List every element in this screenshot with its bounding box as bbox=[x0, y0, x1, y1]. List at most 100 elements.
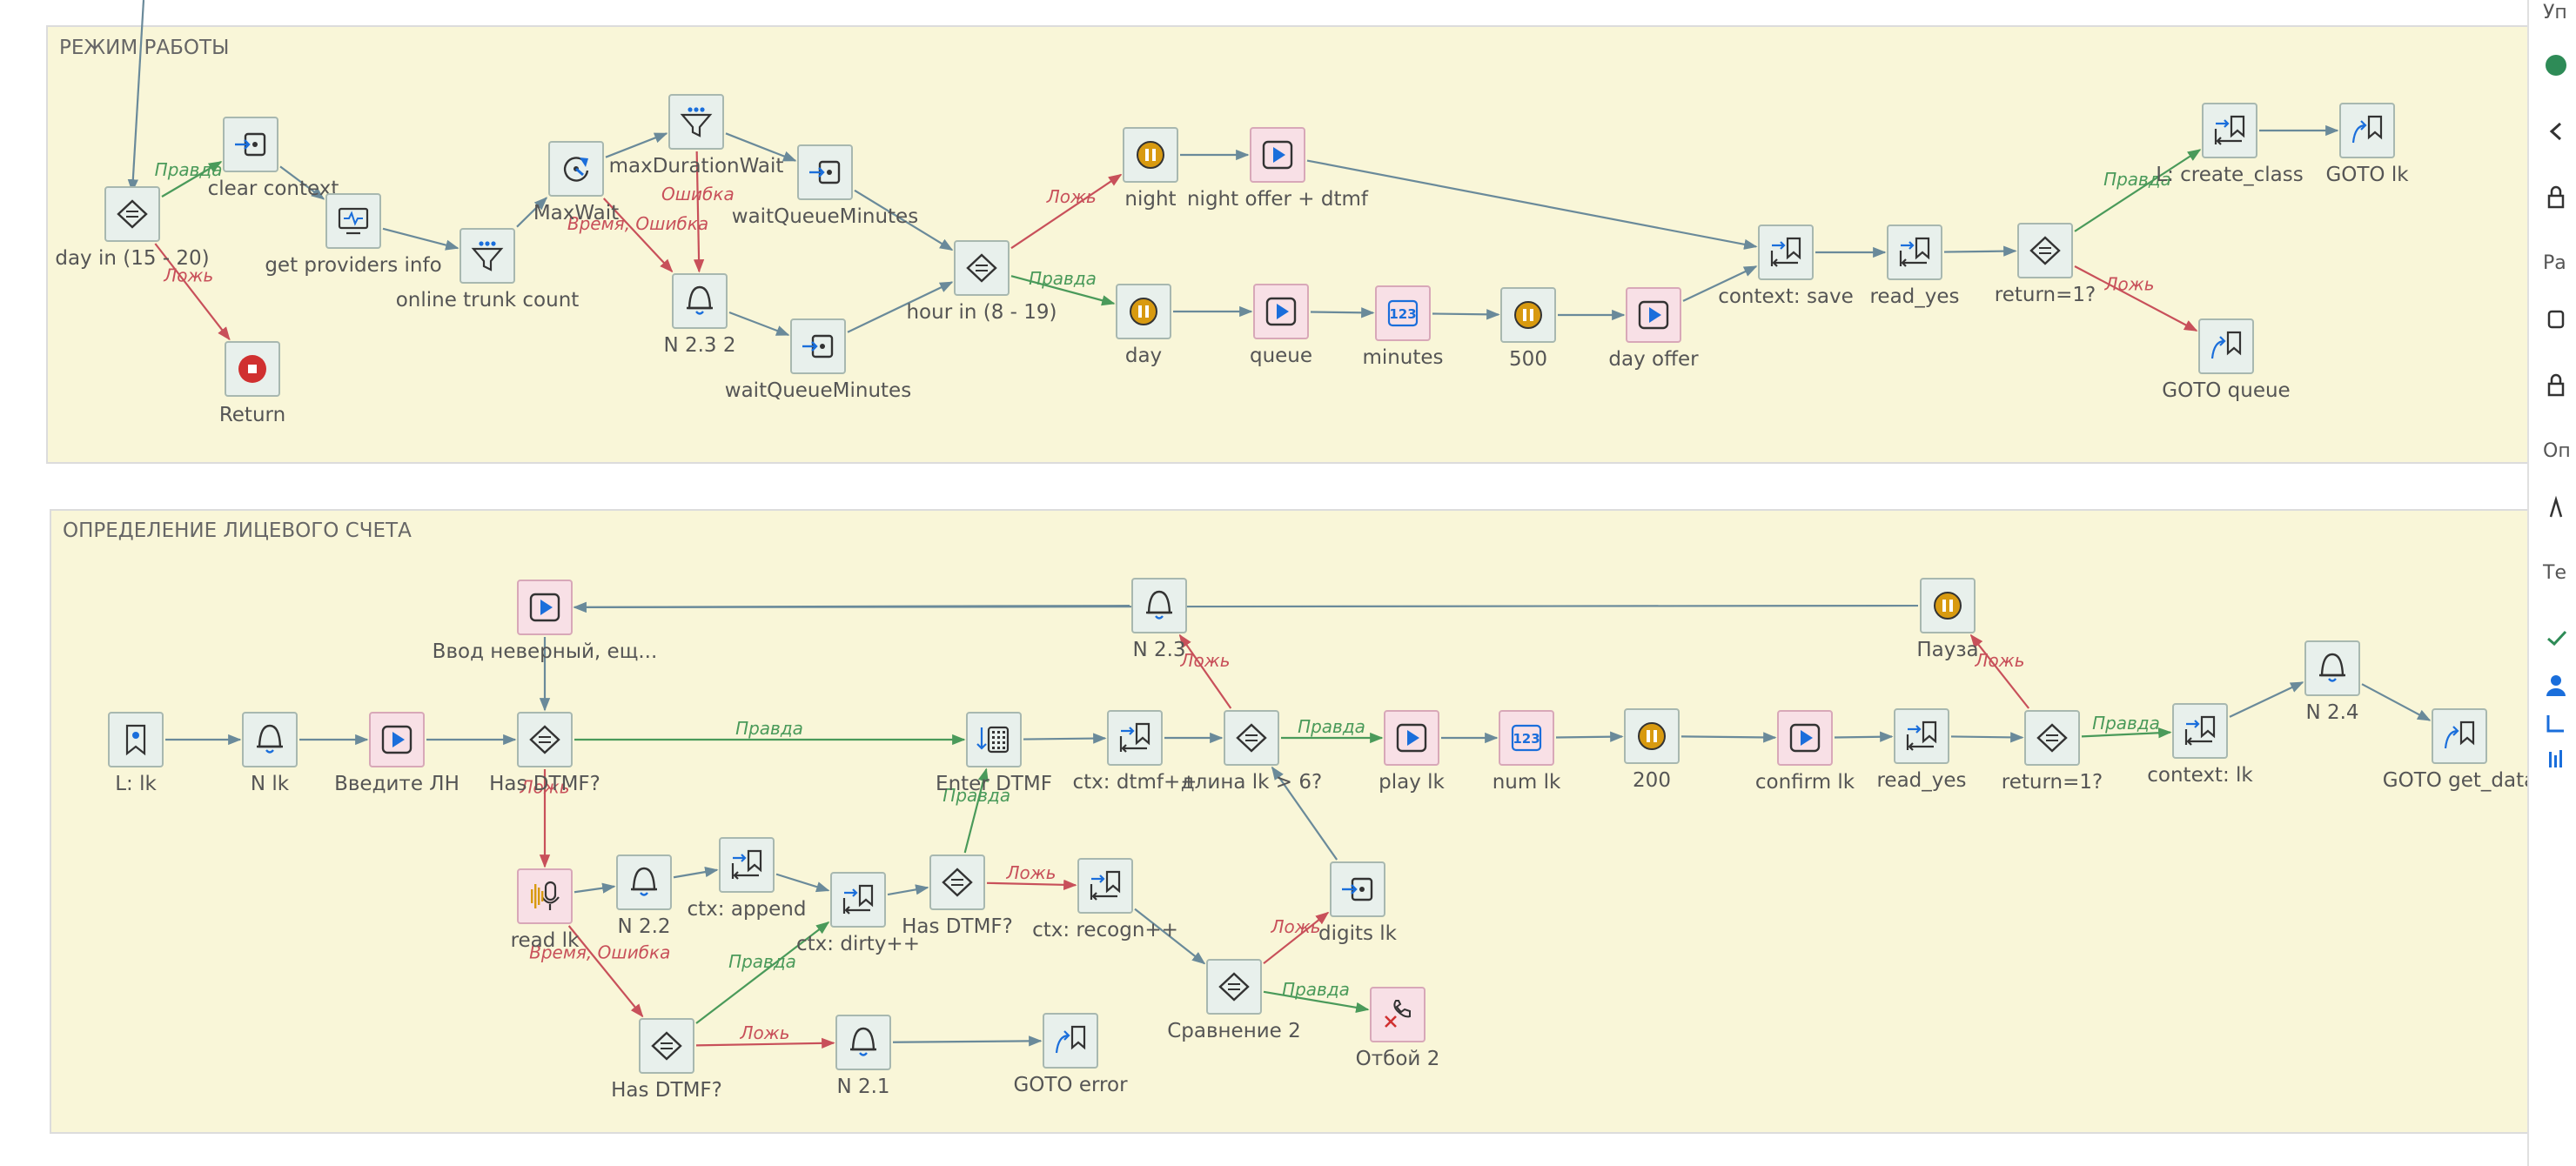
node-p500[interactable]: 500 bbox=[1500, 287, 1556, 371]
node-n-2-4[interactable]: N 2.4 bbox=[2304, 640, 2360, 724]
node-hour-in[interactable]: hour in (8 - 19) bbox=[906, 240, 1057, 324]
node-pause[interactable]: Пауза bbox=[1916, 578, 1979, 661]
edge-context_lk-to-n_2_4[interactable] bbox=[2229, 681, 2304, 718]
edge-n_2_2-to-ctx_append[interactable] bbox=[673, 867, 719, 879]
edge-compare_2-to-hangup_2[interactable] bbox=[1263, 990, 1370, 1013]
edge-return_1_a-to-goto_queue[interactable] bbox=[2074, 265, 2198, 332]
node-wrong-input[interactable]: Ввод неверный, ещ... bbox=[433, 580, 658, 663]
group-account[interactable] bbox=[50, 509, 2540, 1134]
edge-ctx_recogn-to-compare_2[interactable] bbox=[1134, 908, 1206, 965]
node-goto-get-data[interactable]: GOTO get_data bbox=[2383, 708, 2536, 792]
node-digits-lk[interactable]: digits lk bbox=[1318, 861, 1398, 945]
edge-ctx_append-to-ctx_dirty[interactable] bbox=[775, 873, 830, 893]
lock-icon-2[interactable] bbox=[2541, 371, 2571, 400]
node-day[interactable]: day bbox=[1116, 284, 1171, 367]
edge-get_providers_info-to-online_trunk_count[interactable] bbox=[382, 227, 460, 251]
node-ctx-dtmf[interactable]: ctx: dtmf++ bbox=[1073, 710, 1197, 794]
edge-max_wait-to-max_duration_wait[interactable] bbox=[605, 132, 668, 158]
node-online-trunk-count[interactable]: online trunk count bbox=[396, 228, 580, 312]
node-hangup-2[interactable]: Отбой 2 bbox=[1356, 987, 1440, 1070]
node-has-dtmf-2[interactable]: Has DTMF? bbox=[902, 854, 1013, 938]
edge-clear_context-to-get_providers_info[interactable] bbox=[279, 165, 325, 200]
pin-icon[interactable] bbox=[2541, 493, 2571, 522]
edge-max_wait-to-n_2_3_2[interactable] bbox=[602, 198, 674, 273]
node-goto-lk[interactable]: GOTO lk bbox=[2325, 103, 2409, 186]
node-l-create-class[interactable]: L: create_class bbox=[2156, 103, 2304, 186]
edge-has_dtmf_2-to-enter_dtmf[interactable] bbox=[963, 767, 989, 854]
edge-has_dtmf_3-to-ctx_dirty[interactable] bbox=[695, 921, 830, 1024]
node-day-in[interactable]: day in (15 - 20) bbox=[55, 186, 210, 270]
node-confirm-lk[interactable]: confirm lk bbox=[1755, 710, 1855, 794]
node-get-providers-info[interactable]: get providers info bbox=[265, 193, 442, 277]
bars-icon[interactable] bbox=[2541, 745, 2571, 774]
node-read-yes-1[interactable]: read_yes bbox=[1869, 224, 1960, 308]
edge-p200-to-confirm_lk[interactable] bbox=[1680, 732, 1777, 743]
node-has-dtmf-3[interactable]: Has DTMF? bbox=[611, 1018, 722, 1102]
edge-wait_queue_minutes_2-to-hour_in[interactable] bbox=[847, 281, 954, 333]
node-play-lk[interactable]: play lk bbox=[1379, 710, 1446, 794]
edge-has_dtmf_2-to-ctx_recogn[interactable] bbox=[986, 879, 1077, 891]
edge-len_lk-to-n_2_3[interactable] bbox=[1178, 633, 1232, 709]
node-goto-error[interactable]: GOTO error bbox=[1013, 1013, 1128, 1096]
check-icon[interactable] bbox=[2541, 623, 2571, 653]
node-night-offer[interactable]: night offer + dtmf bbox=[1187, 127, 1369, 211]
edge-hour_in-to-day[interactable] bbox=[1010, 275, 1116, 306]
edge-day_in-to-return[interactable] bbox=[154, 243, 231, 341]
node-enter-dtmf[interactable]: Enter DTMF bbox=[936, 712, 1052, 795]
node-day-offer[interactable]: day offer bbox=[1608, 287, 1699, 371]
node-return-1-a[interactable]: return=1? bbox=[1995, 223, 2096, 306]
edge-return_1_b-to-pause[interactable] bbox=[1969, 633, 2030, 709]
node-compare-2[interactable]: Сравнение 2 bbox=[1167, 959, 1301, 1042]
edge-max_duration_wait-to-n_2_3_2[interactable] bbox=[693, 151, 705, 273]
edge-n_2_4-to-goto_get_data[interactable] bbox=[2361, 683, 2432, 721]
node-queue[interactable]: queue bbox=[1250, 284, 1312, 367]
node-context-save[interactable]: context: save bbox=[1718, 224, 1854, 308]
edge-return_1_b-to-context_lk[interactable] bbox=[2081, 727, 2172, 739]
node-read-lk[interactable]: read lk bbox=[511, 868, 580, 952]
edge-pause-to-wrong_input[interactable] bbox=[573, 601, 1919, 613]
node-context-lk[interactable]: context: lk bbox=[2147, 703, 2253, 787]
node-wait-queue-minutes-1[interactable]: waitQueueMinutes bbox=[732, 144, 918, 228]
edge-minutes-to-p500[interactable] bbox=[1432, 309, 1500, 320]
node-max-wait[interactable]: MaxWait bbox=[533, 141, 619, 224]
node-night[interactable]: night bbox=[1123, 127, 1178, 211]
user-icon[interactable] bbox=[2541, 670, 2571, 700]
node-n-lk[interactable]: N lk bbox=[242, 712, 298, 795]
node-has-dtmf-1[interactable]: Has DTMF? bbox=[489, 712, 600, 795]
edge-online_trunk_count-to-max_wait[interactable] bbox=[516, 197, 548, 228]
node-clear-context[interactable]: clear context bbox=[208, 117, 339, 200]
edge-night_offer-to-context_save[interactable] bbox=[1306, 159, 1758, 250]
line-icon[interactable] bbox=[2541, 707, 2571, 736]
edge-num_lk-to-p200[interactable] bbox=[1555, 731, 1624, 742]
edge-wait_queue_minutes_1-to-hour_in[interactable] bbox=[854, 189, 954, 251]
edge-enter_dtmf-to-ctx_dtmf[interactable] bbox=[1023, 733, 1107, 744]
edge-ctx_dirty-to-has_dtmf_2[interactable] bbox=[887, 884, 929, 896]
edge-day_in-to-clear_context[interactable] bbox=[161, 161, 223, 198]
square-icon[interactable] bbox=[2541, 305, 2571, 334]
node-max-duration-wait[interactable]: maxDurationWait bbox=[609, 94, 784, 178]
node-n-2-3[interactable]: N 2.3 bbox=[1131, 578, 1187, 661]
edge-has_dtmf_3-to-n_2_1[interactable] bbox=[695, 1037, 835, 1049]
edge-day_offer-to-context_save[interactable] bbox=[1682, 265, 1758, 302]
edge-confirm_lk-to-read_yes_2[interactable] bbox=[1834, 731, 1894, 742]
edge-read_lk-to-has_dtmf_3[interactable] bbox=[567, 925, 644, 1018]
chevron-left-icon[interactable] bbox=[2541, 117, 2571, 146]
node-ctx-append[interactable]: ctx: append bbox=[688, 837, 807, 921]
node-goto-queue[interactable]: GOTO queue bbox=[2162, 318, 2291, 402]
node-return[interactable]: Return bbox=[219, 341, 285, 426]
circle-icon[interactable] bbox=[2541, 50, 2571, 80]
edge-compare_2-to-digits_lk[interactable] bbox=[1263, 911, 1330, 965]
edge-return_1_a-to-l_create_class[interactable] bbox=[2074, 149, 2202, 232]
node-ctx-recogn[interactable]: ctx: recogn++ bbox=[1032, 858, 1178, 942]
edge-hour_in-to-night[interactable] bbox=[1010, 173, 1123, 250]
node-n-2-1[interactable]: N 2.1 bbox=[835, 1015, 891, 1098]
node-ctx-dirty[interactable]: ctx: dirty++ bbox=[796, 872, 920, 955]
lock-icon[interactable] bbox=[2541, 183, 2571, 212]
edge-n_2_1-to-goto_error[interactable] bbox=[892, 1035, 1043, 1047]
edge-read_lk-to-n_2_2[interactable] bbox=[574, 882, 616, 894]
node-l-lk[interactable]: L: lk bbox=[108, 712, 164, 795]
node-return-1-b[interactable]: return=1? bbox=[2002, 710, 2103, 794]
